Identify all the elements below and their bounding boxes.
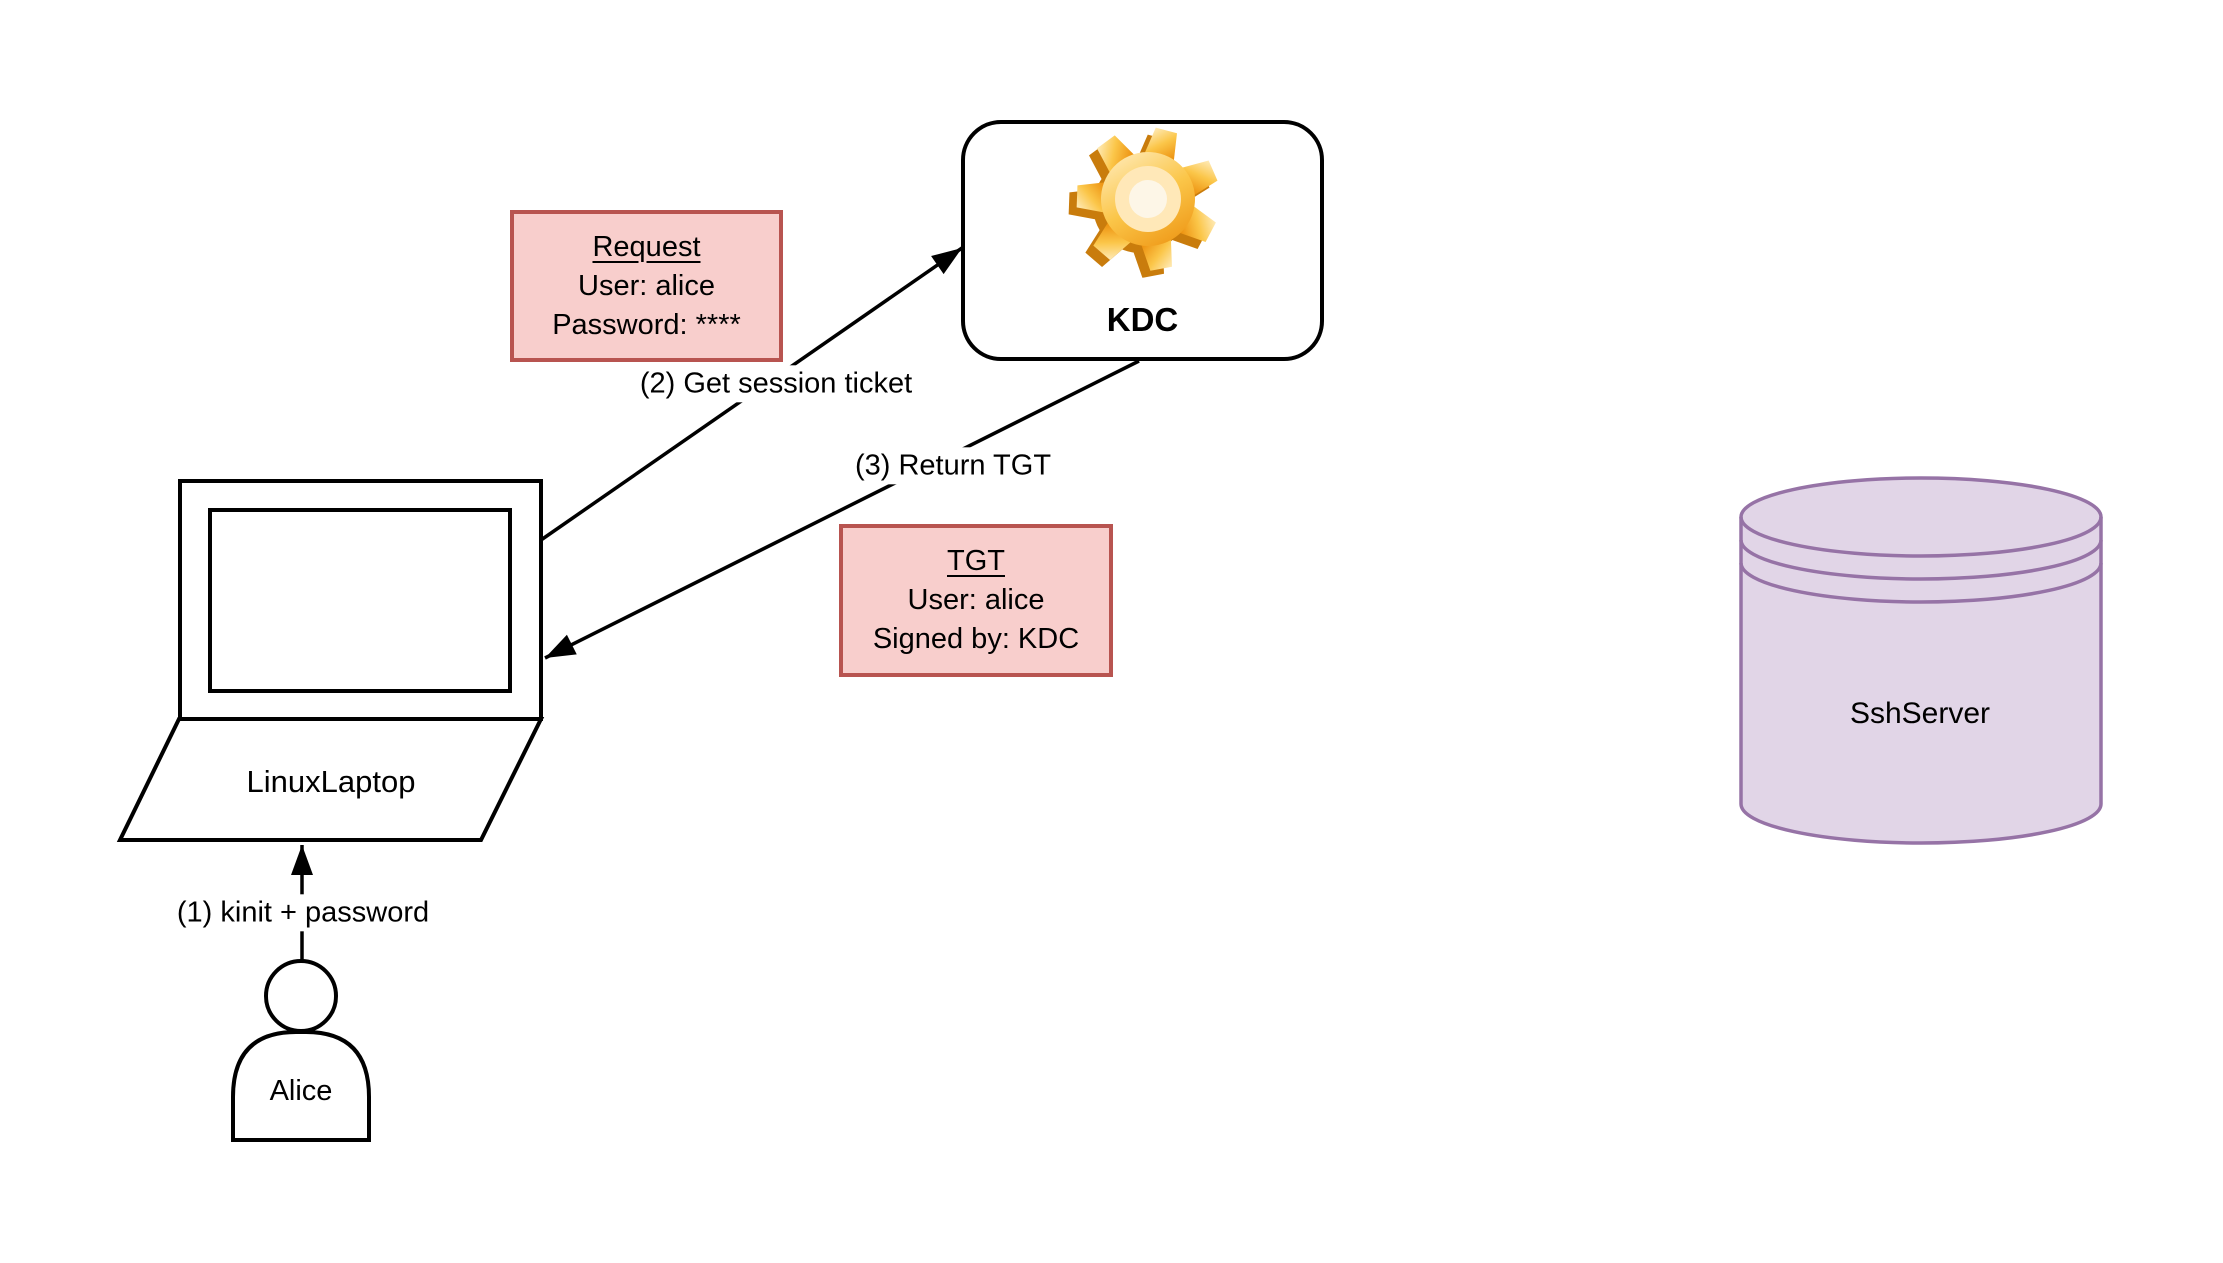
tgt-ticket-box: TGT User: alice Signed by: KDC (839, 524, 1113, 677)
laptop-node (116, 479, 545, 842)
alice-label: Alice (269, 1075, 333, 1107)
actor-body (231, 1030, 371, 1142)
laptop-label: LinuxLaptop (246, 764, 416, 799)
laptop-keyboard (116, 717, 545, 842)
edge-label-step1: (1) kinit + password (169, 894, 437, 932)
gear-icon (1051, 111, 1237, 293)
cylinder-rim-1 (1739, 516, 2103, 558)
ssh-server-cylinder (1739, 476, 2103, 845)
request-ticket-line-password: Password: **** (552, 308, 741, 341)
alice-actor (231, 959, 371, 1142)
laptop-screen-inner (208, 508, 512, 693)
request-ticket-line-user: User: alice (578, 269, 715, 302)
edge-label-step3: (3) Return TGT (847, 447, 1059, 485)
request-ticket-title: Request (592, 230, 701, 263)
ssh-server-label: SshServer (1849, 697, 1991, 730)
tgt-ticket-title: TGT (947, 545, 1005, 577)
actor-head (264, 959, 338, 1033)
tgt-ticket-line-user: User: alice (907, 584, 1045, 616)
edge-label-step2: (2) Get session ticket (632, 365, 920, 403)
cylinder-rim-3 (1739, 562, 2103, 604)
request-ticket-box: Request User: alice Password: **** (510, 210, 783, 362)
kdc-label: KDC (1106, 301, 1179, 338)
cylinder-rim-2 (1739, 539, 2103, 581)
kdc-node (961, 111, 1324, 361)
cylinder-body (1739, 476, 2103, 845)
tgt-ticket-line-signed: Signed by: KDC (872, 623, 1080, 655)
arrow-step3-kdc-to-laptop (544, 359, 1140, 660)
